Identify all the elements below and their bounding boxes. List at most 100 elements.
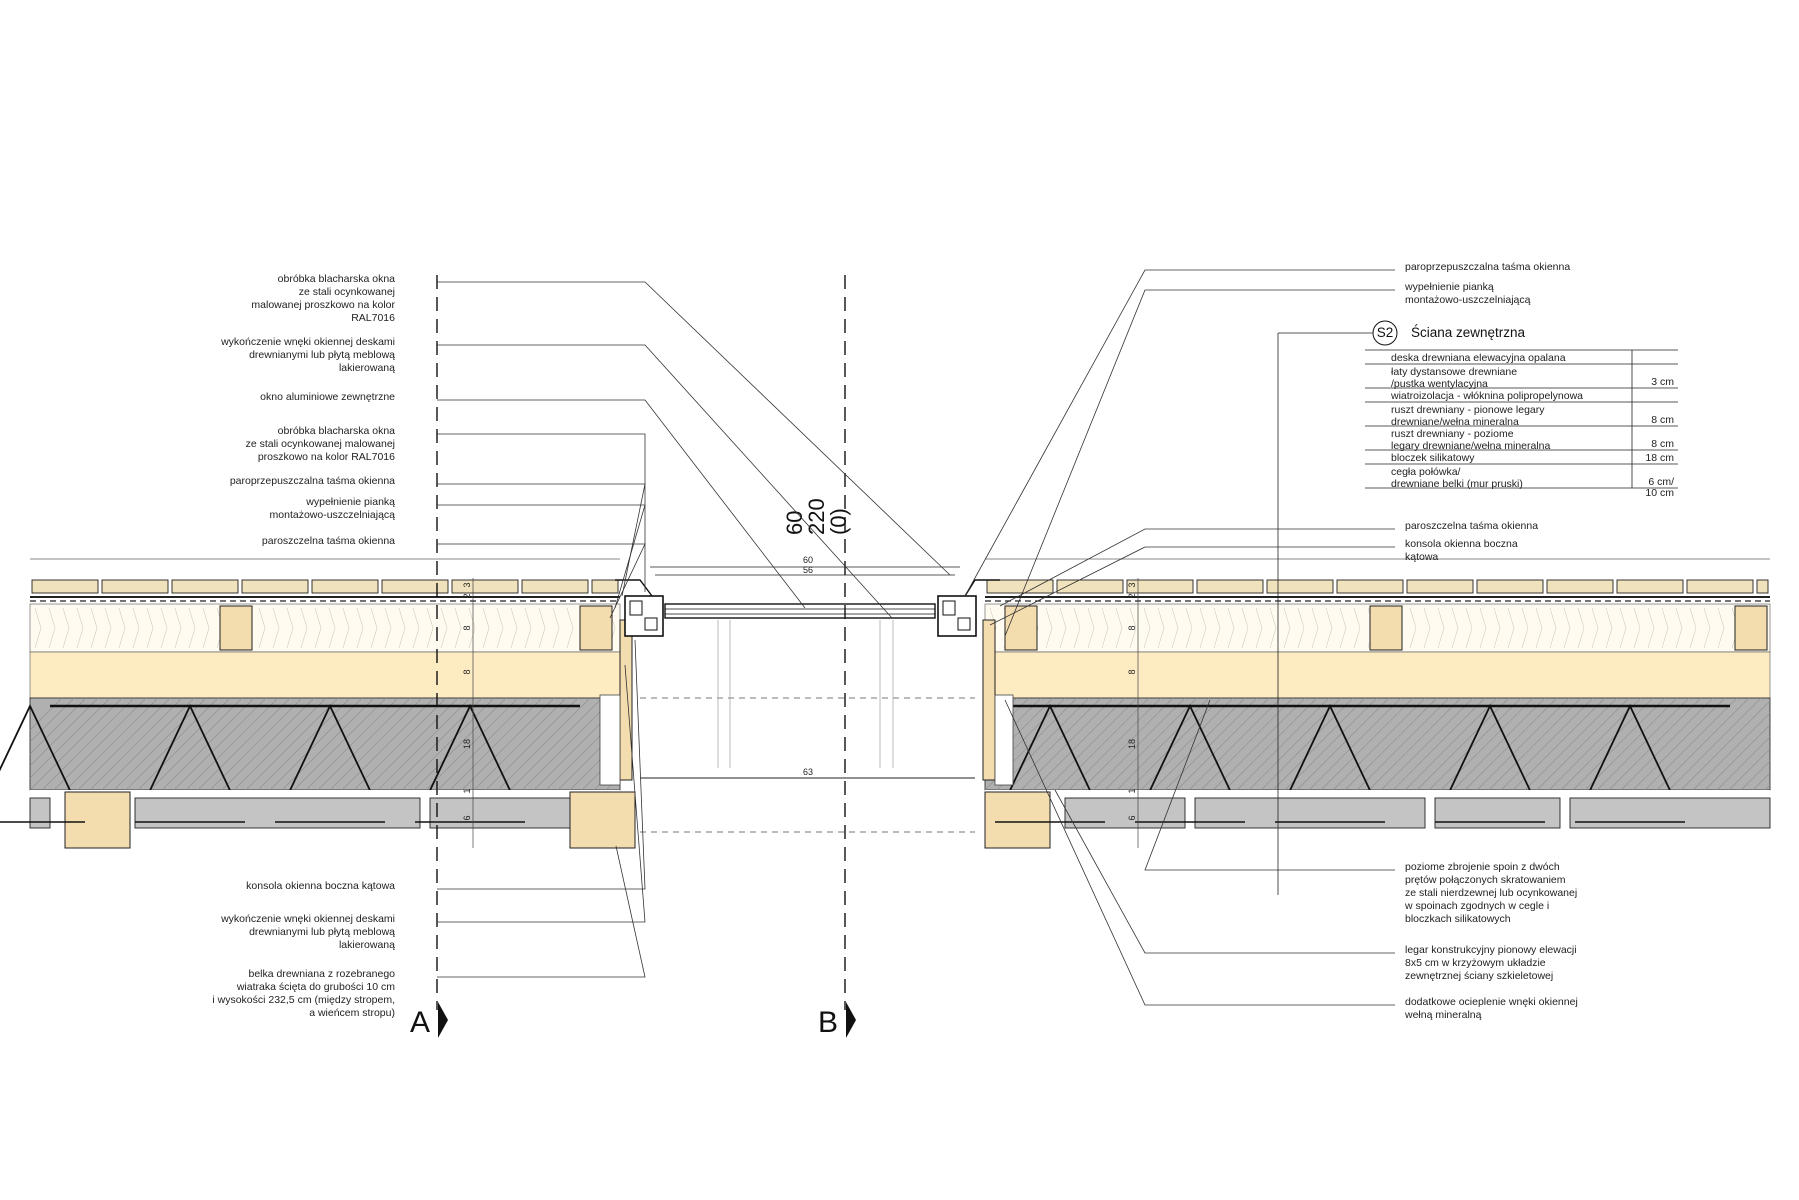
wool-hatch — [538, 607, 546, 649]
layer-dim: 1 — [462, 788, 472, 793]
block-hatch — [1092, 697, 1186, 791]
block-hatch — [1680, 700, 1771, 791]
facade-board — [1686, 579, 1754, 594]
layer-dim: 2 — [1127, 593, 1137, 598]
block-hatch — [1320, 697, 1414, 791]
block-hatch — [1596, 697, 1690, 791]
leader-line — [437, 664, 646, 923]
block-hatch — [113, 697, 207, 791]
legend-row-value: 6 cm/10 cm — [1645, 476, 1674, 499]
layer-dim: 3 — [462, 582, 472, 587]
wool-hatch — [1521, 607, 1529, 649]
wool-hatch — [1185, 607, 1193, 649]
block-hatch — [377, 697, 471, 791]
frame-chamber — [644, 617, 658, 631]
facade-board — [311, 579, 379, 594]
timber-stud — [1734, 605, 1768, 651]
wool-hatch — [552, 607, 560, 649]
wool-hatch — [1073, 607, 1081, 649]
wool-hatch — [1563, 607, 1571, 649]
layer-dim-value: 3 — [1127, 582, 1137, 587]
reveal-board-left — [619, 619, 633, 781]
block-hatch — [1536, 697, 1630, 791]
left-annotation: paroprzepuszczalna taśma okienna — [230, 475, 395, 487]
leader-line — [437, 399, 806, 609]
leader-line — [437, 639, 646, 890]
facade-board — [1616, 579, 1684, 594]
layer-dim-value: 8 — [1127, 669, 1137, 674]
wool-hatch — [1689, 607, 1697, 649]
block-hatch — [1368, 697, 1462, 791]
wool-hatch — [1577, 607, 1585, 649]
leader-line — [964, 269, 1395, 597]
block-hatch — [1008, 697, 1102, 791]
wool-hatch — [118, 607, 126, 649]
wool-hatch — [1535, 607, 1543, 649]
wool-hatch — [412, 607, 420, 649]
wool-hatch — [300, 607, 308, 649]
section-marker-arrow — [846, 1002, 856, 1038]
facade-board — [1196, 579, 1264, 594]
wool-hatch — [160, 607, 168, 649]
wool-hatch — [1339, 607, 1347, 649]
brick — [429, 797, 571, 829]
wool-hatch — [1605, 607, 1613, 649]
wool-hatch — [328, 607, 336, 649]
layer-dim: 8 — [1127, 669, 1137, 674]
wool-hatch — [1087, 607, 1095, 649]
section-marker-a: A — [410, 1006, 430, 1039]
wool-hatch — [174, 607, 182, 649]
insulation-layer-2 — [29, 651, 621, 699]
leader-line — [437, 344, 893, 619]
block-hatch — [1644, 697, 1738, 791]
facade-board — [1126, 579, 1194, 594]
legend-row-text: wiatroizolacja - włóknina polipropelynow… — [1390, 390, 1583, 402]
timber-beam — [64, 791, 131, 849]
wool-hatch — [1423, 607, 1431, 649]
facade-board — [241, 579, 309, 594]
block-hatch — [29, 697, 63, 731]
wool-hatch — [454, 607, 462, 649]
wool-hatch — [1157, 607, 1165, 649]
layer-dim: 3 — [1127, 582, 1137, 587]
truss — [0, 703, 86, 823]
block-hatch — [53, 697, 147, 791]
truss — [274, 703, 386, 823]
block-hatch — [485, 697, 579, 791]
block-hatch — [1656, 697, 1750, 791]
wool-hatch — [1479, 607, 1487, 649]
section-marker-b: B — [818, 1006, 838, 1039]
block-hatch — [1032, 697, 1126, 791]
block-hatch — [1524, 697, 1618, 791]
wool-hatch — [1591, 607, 1599, 649]
legend-row-text: łaty dystansowe drewniane/pustka wentyla… — [1391, 366, 1517, 390]
wool-hatch — [482, 607, 490, 649]
wool-hatch — [510, 607, 518, 649]
block-hatch — [1608, 697, 1702, 791]
opening-size-value: (0) — [826, 508, 851, 535]
wool-hatch — [1311, 607, 1319, 649]
legend-row-value: 3 cm — [1651, 376, 1674, 388]
block-hatch — [1356, 697, 1450, 791]
block-hatch — [1272, 697, 1366, 791]
right-annotation: paroprzepuszczalna taśma okienna — [1405, 261, 1570, 273]
wool-hatch — [188, 607, 196, 649]
layer-dim-value: 1 — [1127, 788, 1137, 793]
leader-line — [1144, 699, 1395, 871]
legend-row-value: 8 cm — [1651, 414, 1674, 426]
facade-board — [1266, 579, 1334, 594]
block-hatch — [509, 697, 603, 791]
wool-hatch — [1241, 607, 1249, 649]
block-hatch — [137, 697, 231, 791]
layer-dim: 8 — [462, 669, 472, 674]
wool-hatch — [1143, 607, 1151, 649]
block-hatch — [1224, 697, 1318, 791]
block-hatch — [1632, 697, 1726, 791]
wool-hatch — [104, 607, 112, 649]
truss — [1434, 703, 1546, 823]
block-hatch — [305, 697, 399, 791]
